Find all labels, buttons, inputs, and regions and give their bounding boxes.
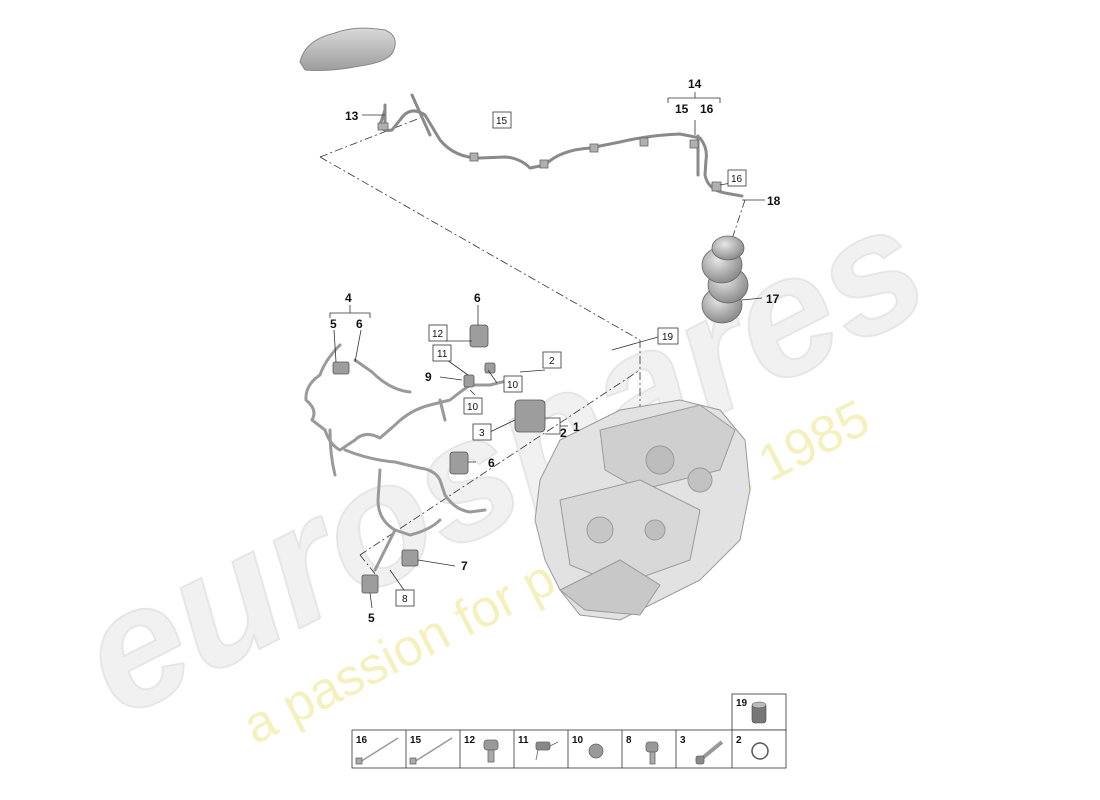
boxed-12: 12 [432,329,444,340]
legend-cell-2: 2 [736,735,742,746]
boxed-8: 8 [402,594,408,605]
screw-part-9 [463,374,475,388]
callout-2: 2 [560,426,567,440]
legend-cell-10: 10 [572,735,584,746]
boxed-2: 2 [549,356,555,367]
boxed-callouts: 15 16 12 11 2 10 10 3 19 8 [395,111,747,607]
callout-16: 16 [700,102,714,116]
watermark: eurospares a passion for parts since 198… [50,167,955,756]
sensor-part-5-lower [361,574,379,594]
callout-numbers: 13 14 15 16 18 17 4 5 6 6 9 2 1 6 7 5 [330,77,781,625]
callout-9: 9 [425,370,432,384]
callout-18: 18 [767,194,781,208]
callout-1: 1 [573,420,580,434]
callout-6-mid: 6 [488,456,495,470]
sensor-part-7 [401,549,419,567]
sensor-part-2-housing [514,399,546,433]
connector-part-4 [332,361,350,375]
legend-cell-12: 12 [464,735,476,746]
boxed-3: 3 [479,428,485,439]
engine-block [534,399,751,621]
car-thumbnail [299,27,396,71]
upper-hose-clips [377,122,722,192]
callout-14: 14 [688,77,702,91]
legend-cell-15: 15 [410,735,422,746]
boxed-10-right: 10 [507,380,519,391]
boxed-10-left: 10 [467,402,479,413]
callout-6-top: 6 [474,291,481,305]
callout-17: 17 [766,292,780,306]
callout-leaders [329,92,765,609]
parts-legend: 19 16 15 12 11 10 8 3 2 [351,693,787,769]
reservoir-part-17 [701,235,749,324]
sensor-part-6-mid [449,451,469,475]
callout-5: 5 [330,317,337,331]
callout-7: 7 [461,559,468,573]
lower-harness [304,343,512,572]
legend-top-label: 19 [736,698,748,709]
boxed-15: 15 [496,116,508,127]
boxed-11: 11 [437,349,448,360]
callout-5-bottom: 5 [368,611,375,625]
callout-6-left: 6 [356,317,363,331]
sensors [332,324,546,594]
boxed-16: 16 [731,174,743,185]
legend-cell-16: 16 [356,735,368,746]
callout-13: 13 [345,109,359,123]
legend-cell-8: 8 [626,735,632,746]
callout-4: 4 [345,291,352,305]
legend-cell-3: 3 [680,735,686,746]
legend-cell-11: 11 [518,735,529,746]
boxed-19: 19 [662,332,674,343]
sensor-part-6-upper [469,324,489,348]
callout-15: 15 [675,102,689,116]
